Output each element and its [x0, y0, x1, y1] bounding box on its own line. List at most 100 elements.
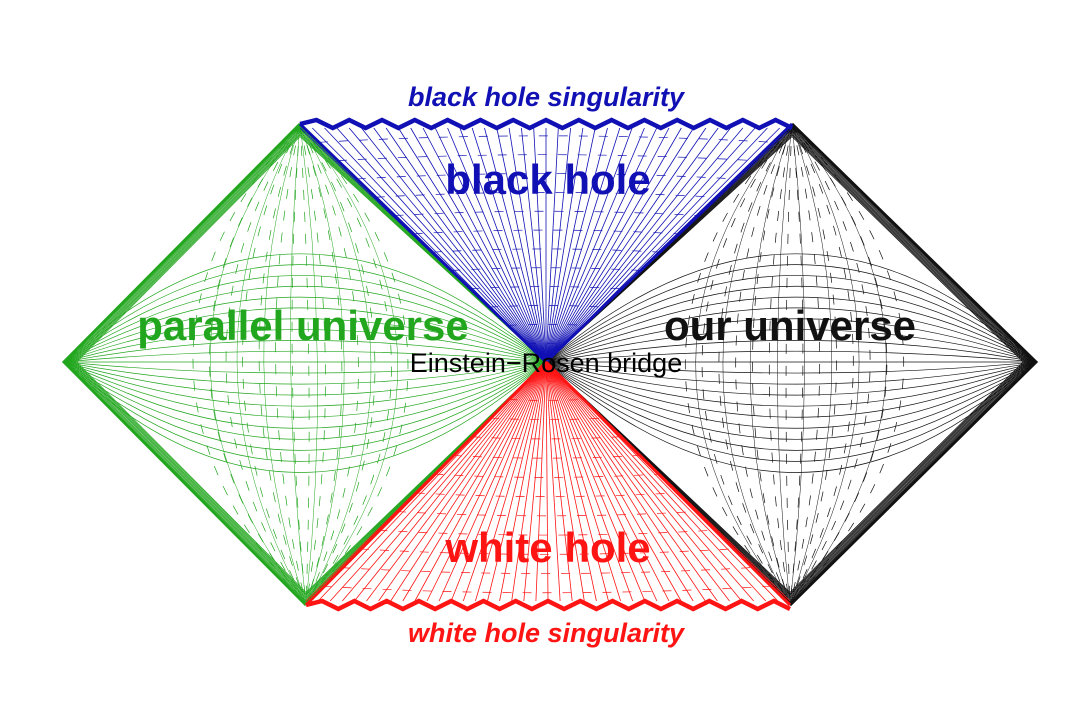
grid-line — [462, 361, 547, 602]
white-hole-singularity-line — [305, 598, 792, 612]
grid-curve — [322, 585, 770, 594]
grid-line — [545, 361, 573, 602]
grid-line — [545, 127, 645, 363]
grid-curve — [63, 361, 547, 462]
grid-curve — [789, 123, 871, 606]
grid-line — [385, 127, 547, 363]
grid-curve — [341, 567, 751, 574]
grid-curve — [299, 123, 409, 606]
grid-line — [789, 361, 1034, 603]
grid-line — [789, 361, 1024, 593]
grid-curve — [735, 123, 793, 606]
grid-line — [298, 122, 548, 364]
grid-line — [508, 127, 547, 363]
grid-line — [545, 361, 730, 602]
grid-curve — [789, 123, 904, 606]
grid-curve — [63, 361, 547, 385]
grid-curve — [63, 361, 547, 418]
grid-line — [545, 127, 621, 363]
grid-line — [523, 361, 547, 602]
grid-line — [336, 127, 547, 363]
grid-line — [545, 361, 561, 602]
grid-curve — [545, 361, 1037, 440]
grid-line — [545, 127, 608, 363]
grid-curve — [63, 361, 547, 429]
grid-curve — [242, 123, 307, 606]
grid-curve — [378, 529, 714, 536]
grid-curve — [359, 548, 733, 555]
grid-curve — [545, 361, 1037, 418]
grid-line — [499, 361, 547, 602]
grid-curve — [299, 123, 310, 606]
grid-line — [67, 127, 301, 363]
grid-curve — [299, 123, 372, 606]
grid-curve — [695, 123, 793, 606]
grid-curve — [789, 123, 860, 606]
grid-line — [72, 361, 307, 597]
grid-line — [447, 127, 547, 363]
grid-curve — [545, 264, 1037, 363]
grid-curve — [375, 192, 717, 198]
grid-line — [545, 127, 744, 363]
grid-curve — [701, 123, 793, 606]
grid-line — [73, 133, 301, 363]
grid-curve — [63, 296, 547, 363]
grid-curve — [290, 123, 307, 606]
einstein-rosen-bridge-label: Einstein−Rosen bridge — [410, 348, 682, 378]
grid-curve — [718, 123, 793, 606]
grid-line — [545, 127, 571, 363]
grid-line — [373, 127, 547, 363]
grid-line — [66, 361, 307, 603]
grid-curve — [63, 318, 547, 363]
grid-curve — [785, 123, 793, 606]
grid-curve — [275, 123, 307, 606]
grid-line — [70, 361, 307, 599]
grid-line — [545, 361, 694, 602]
grid-curve — [508, 399, 584, 401]
grid-curve — [508, 323, 584, 326]
grid-line — [74, 361, 307, 595]
grid-line — [422, 127, 547, 363]
grid-curve — [63, 361, 547, 440]
grid-line — [545, 361, 597, 602]
grid-curve — [545, 361, 1037, 385]
grid-curve — [63, 307, 547, 363]
black-hole-singularity-label: black hole singularity — [408, 82, 686, 112]
grid-line — [378, 361, 547, 602]
grid-curve — [545, 350, 1037, 363]
grid-line — [66, 126, 301, 363]
black-hole-region — [298, 122, 794, 364]
grid-curve — [356, 173, 736, 180]
grid-curve — [451, 267, 641, 271]
grid-curve — [63, 329, 547, 363]
black-hole-singularity-line — [299, 117, 793, 131]
grid-line — [545, 361, 670, 602]
grid-line — [791, 129, 1031, 363]
grid-curve — [545, 285, 1037, 363]
grid-curve — [415, 492, 677, 497]
grid-line — [791, 126, 1034, 363]
grid-line — [434, 127, 547, 363]
grid-line — [545, 361, 755, 602]
grid-line — [521, 127, 547, 363]
grid-curve — [434, 473, 658, 478]
grid-line — [324, 127, 547, 363]
grid-line — [390, 361, 547, 602]
grid-curve — [258, 123, 307, 606]
grid-line — [329, 361, 547, 602]
grid-curve — [752, 123, 793, 606]
grid-line — [545, 361, 549, 602]
grid-line — [545, 127, 707, 363]
grid-line — [791, 127, 1033, 363]
grid-line — [73, 361, 307, 596]
grid-line — [791, 130, 1030, 363]
grid-line — [511, 361, 547, 602]
grid-curve — [545, 296, 1037, 363]
grid-line — [545, 361, 742, 602]
grid-curve — [318, 135, 774, 143]
grid-line — [361, 127, 547, 363]
grid-curve — [299, 123, 343, 606]
grid-curve — [63, 275, 547, 363]
grid-line — [545, 127, 682, 363]
